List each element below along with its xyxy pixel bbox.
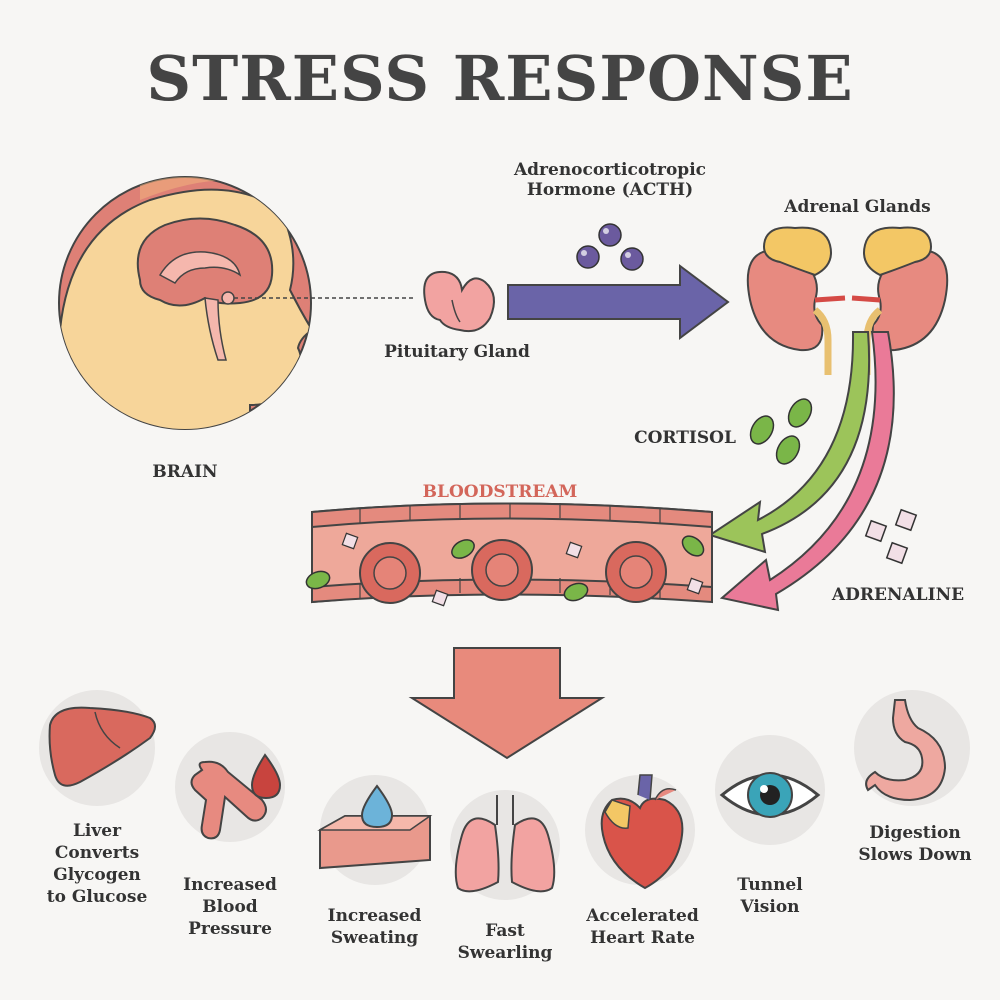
brain-label: BRAIN <box>152 462 218 482</box>
acth-molecules-icon <box>576 223 644 271</box>
adrenaline-label: ADRENALINE <box>831 585 965 605</box>
bloodstream-label: BLOODSTREAM <box>422 482 578 502</box>
adrenal-glands-label: Adrenal Glands <box>784 197 931 217</box>
adrenaline-molecules-icon <box>864 508 918 565</box>
lungs-icon <box>454 795 556 893</box>
cortisol-label: CORTISOL <box>634 428 736 448</box>
effects-arrow <box>408 647 606 760</box>
cortisol-molecules-icon <box>749 398 813 465</box>
stomach-icon <box>865 699 947 802</box>
effect-caption-lungs: Fast Swearling <box>457 921 553 964</box>
effect-caption-digestion: Digestion Slows Down <box>858 823 972 866</box>
adrenaline-arrow <box>719 331 895 612</box>
pituitary-gland-label: Pituitary Gland <box>384 342 530 362</box>
effect-caption-heart: Accelerated Heart Rate <box>586 906 699 949</box>
bloodstream-vessel-illustration <box>305 502 713 607</box>
eye-icon <box>719 772 821 818</box>
pituitary-gland-icon <box>423 270 495 333</box>
effect-caption-vision: Tunnel Vision <box>737 875 803 918</box>
brain-head-illustration <box>58 176 415 430</box>
acth-label: Adrenocorticotropic Hormone (ACTH) <box>513 160 707 201</box>
effect-caption-liver: Liver Converts Glycogen to Glucose <box>46 821 148 908</box>
adrenal-glands-icon <box>746 226 949 375</box>
heart-icon <box>600 774 684 890</box>
blood-vessel-icon <box>190 753 282 840</box>
effect-caption-sweating: Increased Sweating <box>327 906 422 949</box>
cortisol-arrow <box>707 331 871 554</box>
page-title: STRESS RESPONSE <box>146 42 854 115</box>
effect-caption-blood-pressure: Increased Blood Pressure <box>183 875 277 940</box>
sweat-skin-icon <box>317 784 433 870</box>
acth-arrow <box>507 264 730 340</box>
liver-icon <box>48 706 156 787</box>
